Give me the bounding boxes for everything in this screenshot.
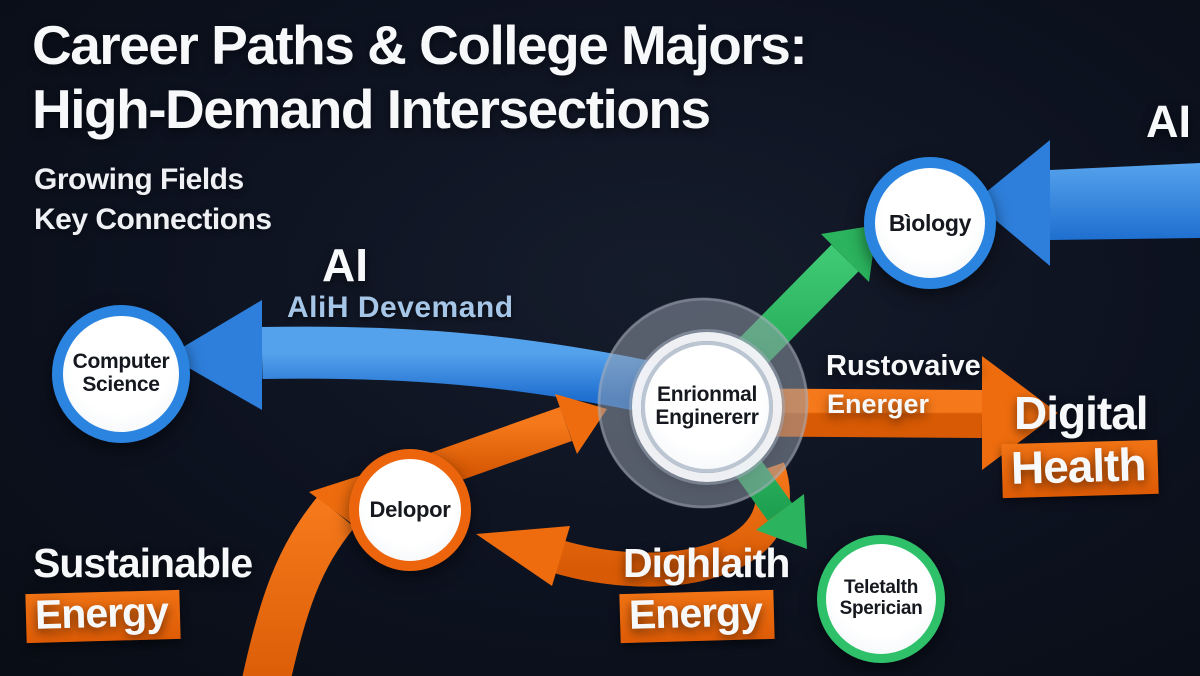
arrow-developer-to-hub bbox=[429, 394, 607, 487]
page-title-line2: High-Demand Intersections bbox=[32, 77, 711, 140]
node-environmental-engineer: Enrionmal Enginererr bbox=[641, 341, 773, 473]
page-title-line1: Career Paths & College Majors: bbox=[32, 14, 808, 76]
node-computer-science-line1: Computer bbox=[72, 350, 170, 374]
node-biology-line1: Bìology bbox=[888, 209, 972, 236]
label-rustovaive-line2: Energer bbox=[827, 389, 930, 420]
node-biology: Bìology bbox=[864, 157, 996, 289]
node-developer: Delopor bbox=[349, 449, 471, 571]
label-dighlaith-energy: Dighlaith Energy bbox=[619, 540, 790, 644]
node-telehealth-specialist: Teletalth Sperician bbox=[817, 535, 945, 663]
subtitle-line1: Growing Fields bbox=[34, 163, 244, 196]
label-dighlaith-line1: Dighlaith bbox=[623, 540, 790, 586]
node-computer-science-line2: Science bbox=[82, 373, 160, 396]
node-telehealth-line2: Sperician bbox=[839, 598, 923, 619]
node-environmental-line1: Enrionmal bbox=[657, 383, 757, 407]
node-developer-line1: Delopor bbox=[369, 497, 451, 523]
label-digital-line1: Digital bbox=[1014, 387, 1149, 439]
label-digital-line2: Health bbox=[1001, 438, 1159, 499]
node-environmental-line2: Enginererr bbox=[655, 406, 759, 429]
hub-ring bbox=[597, 297, 809, 509]
subtitle-line2: Key Connections bbox=[34, 202, 272, 236]
page-title: Career Paths & College Majors: High-Dema… bbox=[32, 14, 808, 142]
page-subtitle: Growing Fields Key Connections bbox=[34, 160, 272, 239]
label-ai-demand: AliH Devemand bbox=[287, 291, 514, 324]
label-sustainable-line2: Energy bbox=[25, 588, 181, 644]
node-computer-science: Computer Science bbox=[52, 305, 190, 443]
node-telehealth-line1: Teletalth bbox=[843, 577, 918, 599]
label-ai-left: AI bbox=[322, 239, 368, 291]
label-rustovaive-energer: Rustovaive Energer bbox=[826, 351, 981, 419]
label-rustovaive-line1: Rustovaive bbox=[826, 350, 981, 382]
label-sustainable-energy: Sustainable Energy bbox=[25, 540, 253, 644]
label-ai-right: AI bbox=[1146, 96, 1191, 147]
arrow-ai-to-biology bbox=[974, 140, 1200, 266]
label-sustainable-line1: Sustainable bbox=[33, 540, 253, 586]
label-dighlaith-line2: Energy bbox=[619, 588, 775, 644]
label-digital-health: Digital Health bbox=[1001, 387, 1159, 499]
